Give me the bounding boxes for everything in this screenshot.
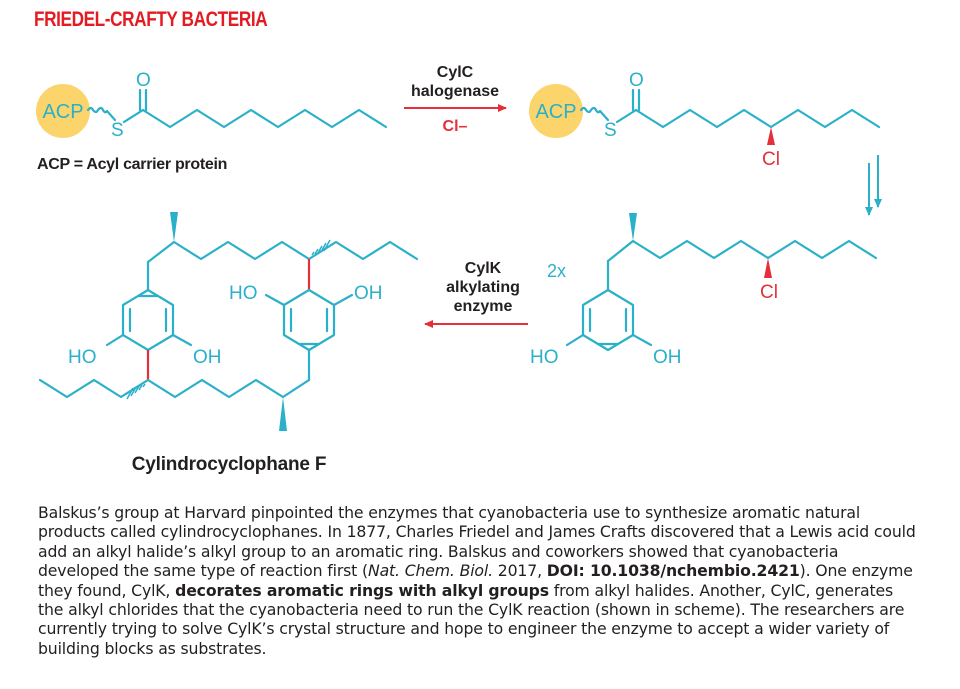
alkyl-chloride-resorcinol: Cl HO OH 2x [530, 213, 878, 368]
hydroxyl-right-b: OH [354, 283, 383, 304]
acp-definition: ACP = Acyl carrier protein [37, 156, 227, 173]
enzyme-label: enzyme [454, 298, 513, 315]
hydroxyl-left-b: HO [229, 283, 258, 304]
oxygen-atom-2: O [629, 70, 644, 91]
hydroxyl-left-3: HO [530, 347, 559, 368]
cylindrocyclophane-product: HO OH HO OH Cylindrocyclophane F [38, 212, 419, 475]
caption-highlight: decorates aromatic rings with alkyl grou… [175, 580, 549, 600]
chlorinated-acp-intermediate: ACP S O Cl [529, 70, 881, 170]
chloride-reagent: Cl– [443, 118, 468, 135]
dimer-multiplier: 2x [547, 261, 566, 281]
cylk-label: CylK [465, 260, 502, 277]
caption-part-4: from alkyl halides. Another, CylC, gener… [38, 580, 905, 658]
hydroxyl-right-3: OH [653, 347, 682, 368]
acp-circle [36, 84, 90, 138]
caption-part-3: ). One enzyme they found, CylK, [38, 561, 913, 600]
figure-title: FRIEDEL-CRAFTY BACTERIA [34, 8, 268, 31]
chlorine-atom-2: Cl [760, 282, 778, 303]
halogenase-label: halogenase [411, 83, 499, 100]
chlorine-wedge-2 [764, 258, 772, 278]
oxygen-atom: O [136, 70, 151, 91]
acp-circle-2 [529, 84, 583, 138]
acp-label: ACP [42, 101, 83, 123]
alkylating-label: alkylating [446, 279, 520, 296]
alkylation-step: CylK alkylating enzyme [424, 260, 528, 328]
methyl-wedge-3 [629, 213, 637, 241]
sulfur-atom: S [111, 120, 124, 141]
acp-label-2: ACP [535, 101, 576, 123]
sulfur-atom-2: S [604, 120, 617, 141]
chlorine-atom: Cl [762, 149, 780, 170]
journal-name: Nat. Chem. Biol. [367, 561, 493, 581]
product-name: Cylindrocyclophane F [132, 454, 326, 475]
figure-caption: Balskus’s group at Harvard pinpointed th… [38, 503, 918, 658]
doi-link[interactable]: DOI: 10.1038/nchembio.2421 [546, 561, 800, 581]
caption-part-2: 2017, [492, 561, 547, 581]
halogenase-step: CylC halogenase Cl– [404, 64, 507, 135]
down-arrows [865, 155, 882, 216]
methyl-wedge-top [170, 212, 178, 242]
caption-part-1: Balskus’s group at Harvard pinpointed th… [38, 503, 916, 581]
acyl-acp-substrate: ACP S O ACP = Acyl carrier protein [36, 70, 388, 173]
hydroxyl-right-a: OH [193, 347, 222, 368]
chlorine-wedge [767, 127, 775, 145]
hydroxyl-left-a: HO [68, 347, 97, 368]
cylc-label: CylC [437, 64, 474, 81]
reaction-scheme: ACP S O ACP = Acyl carrier protein CylC … [36, 64, 882, 475]
methyl-wedge-bottom [279, 397, 287, 431]
